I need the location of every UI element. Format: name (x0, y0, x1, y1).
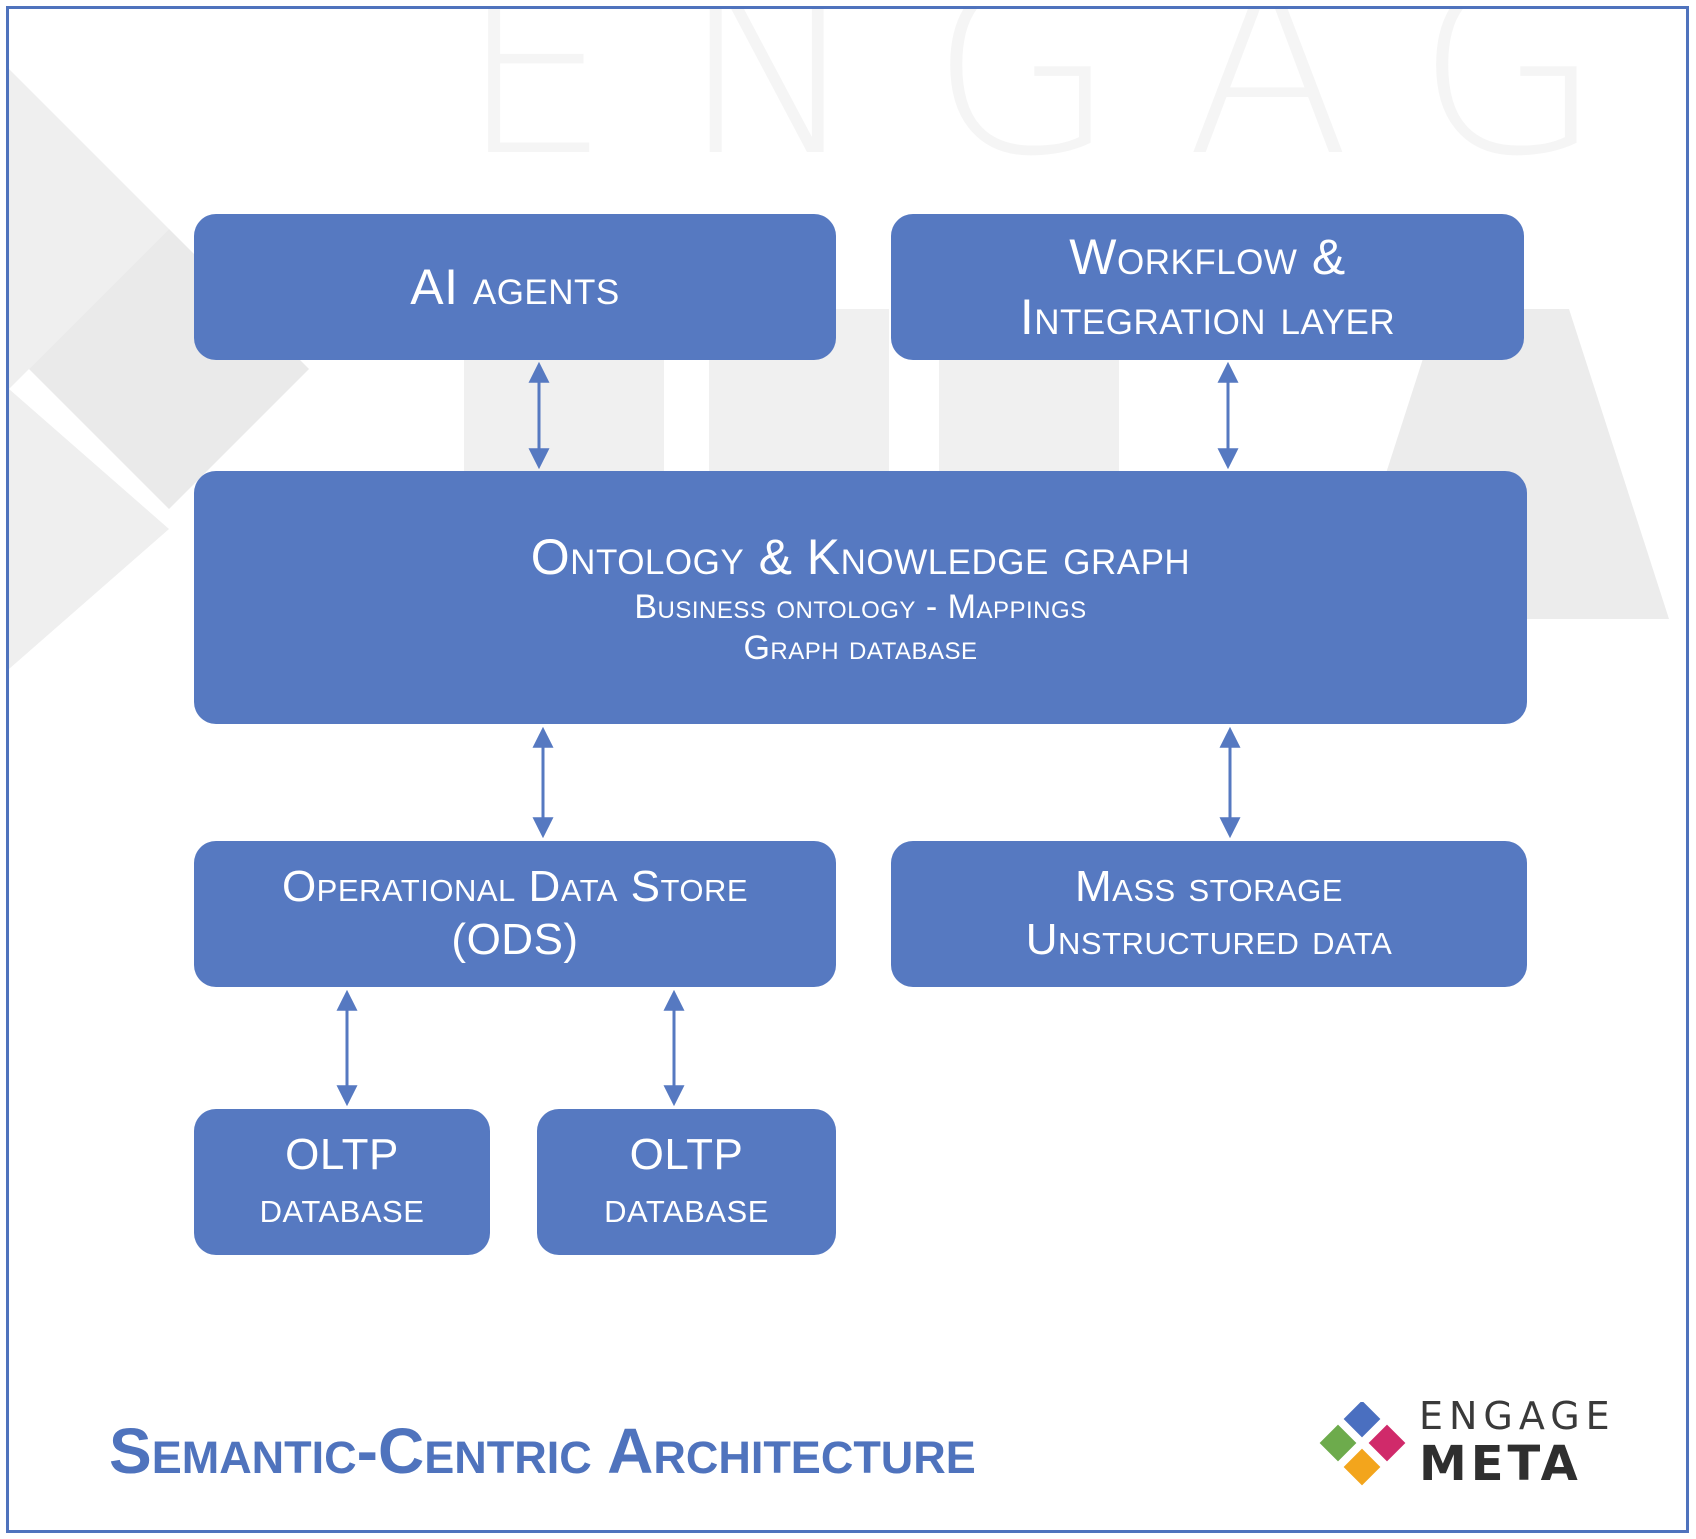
connector-arrows (336, 361, 1241, 1107)
watermark-diamond-bottom (9, 389, 169, 669)
ai-agents-label: AI agents (410, 259, 620, 315)
ontology-subtitle-mappings: Business ontology - Mappings (634, 587, 1087, 626)
workflow-label-line1: Workflow & (1069, 229, 1346, 285)
mass-storage-label-line2: Unstructured data (1025, 915, 1393, 964)
logo-diamond-green (1319, 1424, 1357, 1462)
oltp-1-label-line1: OLTP (285, 1130, 399, 1180)
watermark-engage-text: ENGAGE (459, 6, 1686, 209)
ods-label-line1: Operational Data Store (281, 862, 749, 912)
mass-storage-label-line1: Mass storage (1075, 862, 1343, 912)
oltp-2-label-line1: OLTP (629, 1130, 744, 1180)
mass-storage-box: Mass storage Unstructured data (891, 841, 1527, 987)
ontology-subtitle-graph-db: Graph database (743, 628, 978, 667)
logo-diamond-blue (1343, 1402, 1381, 1438)
oltp-1-label-line2: database (259, 1183, 425, 1232)
logo-text-engage: ENGAGE (1419, 1394, 1616, 1438)
watermark-diamond-top (9, 69, 169, 389)
engage-meta-logo: ENGAGE META (1319, 1394, 1610, 1494)
workflow-integration-box: Workflow & Integration layer (891, 214, 1524, 360)
logo-diamond-pink (1368, 1424, 1406, 1462)
oltp-database-box-2: OLTP database (537, 1109, 836, 1255)
operational-data-store-box: Operational Data Store (ODS) (194, 841, 836, 987)
workflow-label-line2: Integration layer (1019, 289, 1396, 345)
ontology-knowledge-graph-box: Ontology & Knowledge graph Business onto… (194, 471, 1527, 724)
ai-agents-box: AI agents (194, 214, 836, 360)
logo-diamond-orange (1343, 1448, 1381, 1486)
diagram-frame: ENGAGE AI agents Workflow & Integration … (6, 6, 1689, 1533)
logo-text-meta: META (1419, 1436, 1582, 1492)
oltp-database-box-1: OLTP database (194, 1109, 490, 1255)
ontology-title: Ontology & Knowledge graph (530, 528, 1191, 585)
logo-diamond-icon (1319, 1402, 1406, 1486)
diagram-caption: Semantic-Centric Architecture (109, 1415, 976, 1487)
oltp-2-label-line2: database (604, 1183, 769, 1232)
ods-label-line2: (ODS) (451, 915, 579, 964)
